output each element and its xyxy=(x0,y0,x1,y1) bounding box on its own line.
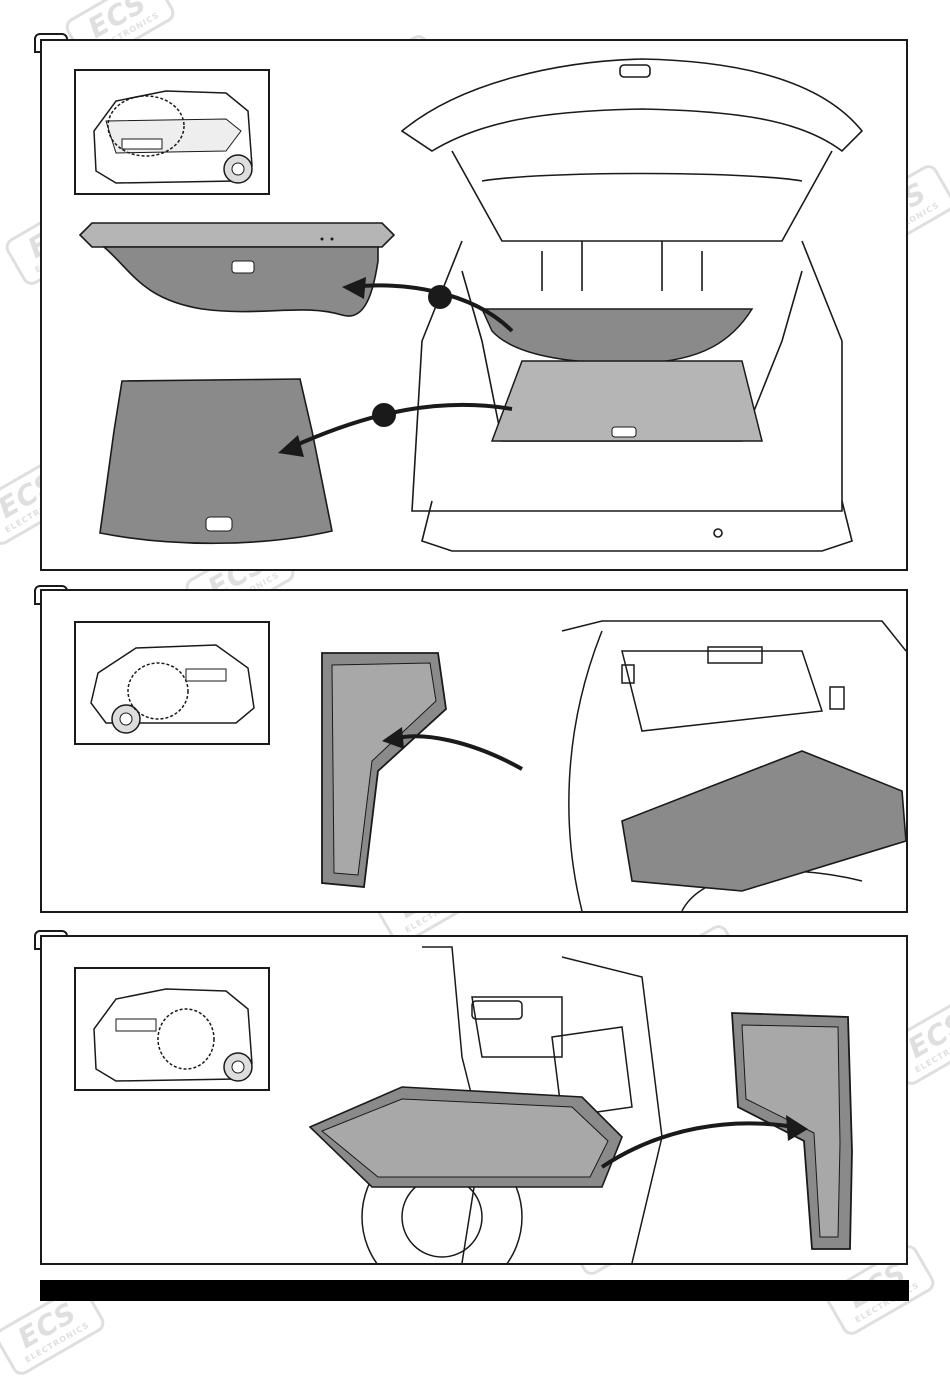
numbered-bullet-1 xyxy=(428,285,452,309)
step-2-panel xyxy=(40,589,908,913)
car-rear-thumbnail-right xyxy=(74,967,270,1091)
left-side-storage-tray xyxy=(321,652,447,888)
footer-bar xyxy=(40,1280,909,1301)
cargo-cover-part xyxy=(78,222,396,317)
car-side-thumbnail xyxy=(74,621,270,745)
numbered-bullet-2 xyxy=(372,403,396,427)
suv-rear-open-tailgate xyxy=(400,58,864,552)
step-3-panel xyxy=(40,935,908,1265)
cargo-floor-mat-part xyxy=(99,378,333,545)
car-rear-thumbnail xyxy=(74,69,270,195)
step-1-panel xyxy=(40,39,908,571)
